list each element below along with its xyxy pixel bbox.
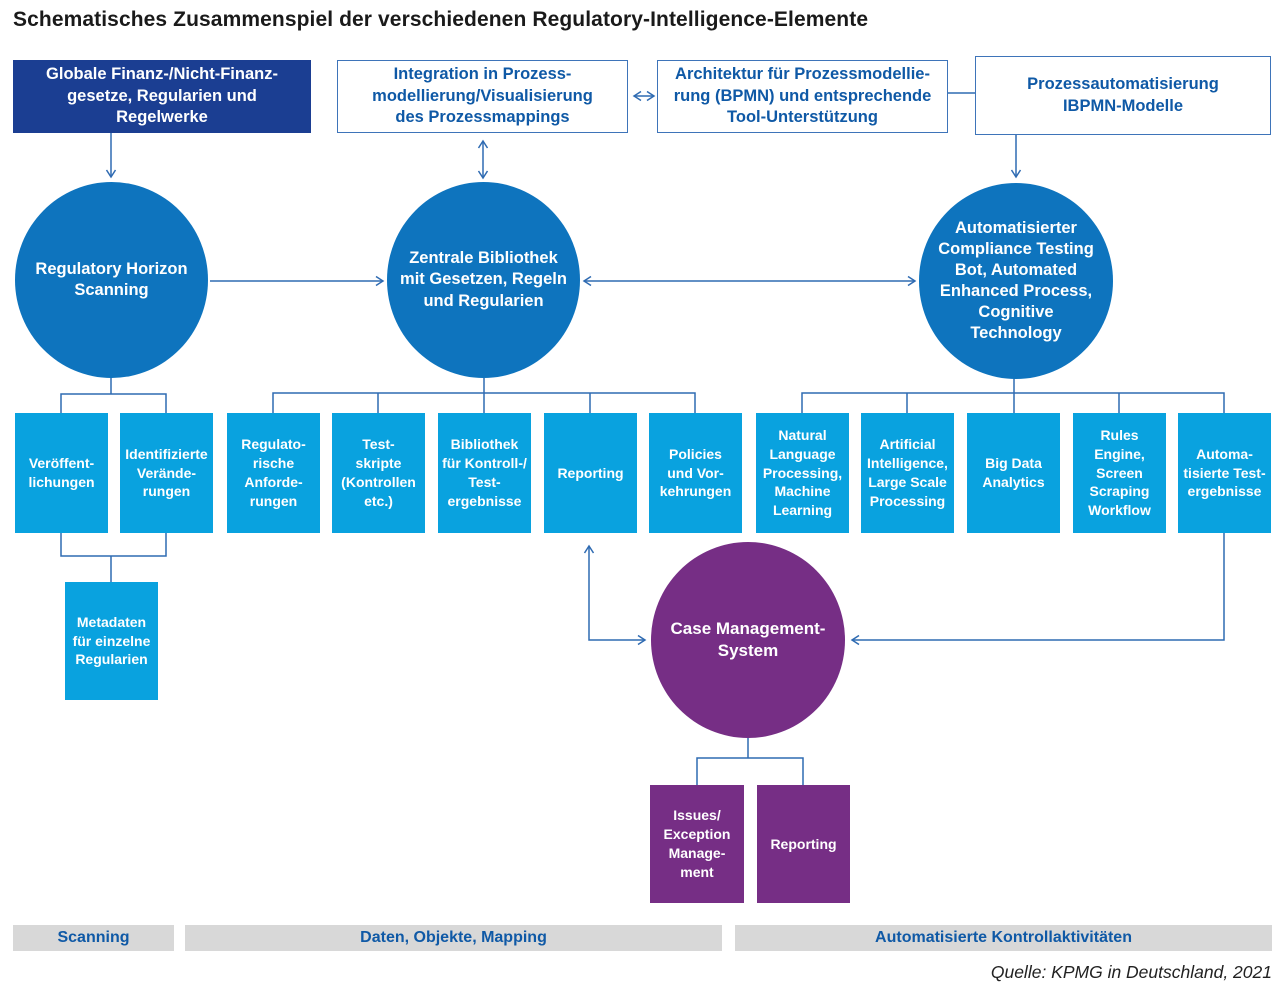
circle-regulatory-horizon-scanning: Regulatory Horizon Scanning <box>15 182 208 378</box>
box-nlp-machine-learning: Natural Language Processing, Machine Lea… <box>756 413 849 533</box>
box-metadaten-regularien: Metadaten für einzelne Regularien <box>65 582 158 700</box>
arrow-testresults-to-case <box>850 533 1225 646</box>
diagram-title: Schematisches Zusammenspiel der verschie… <box>13 8 869 31</box>
box-reporting-case: Reporting <box>757 785 850 903</box>
box-policies-vorkehrungen: Policies und Vor- kehrungen <box>649 413 742 533</box>
box-reporting-library: Reporting <box>544 413 637 533</box>
box-issues-exception-management: Issues/ Exception Manage- ment <box>650 785 744 903</box>
box-ai-large-scale-processing: Artificial Intelligence, Large Scale Pro… <box>861 413 954 533</box>
box-regulatorische-anforderungen: Regulato- rische Anforde- rungen <box>227 413 320 533</box>
box-testskripte: Test- skripte (Kontrollen etc.) <box>332 413 425 533</box>
bar-daten-objekte-mapping: Daten, Objekte, Mapping <box>185 925 722 951</box>
bracket-case-outputs <box>696 738 804 785</box>
circle-automated-compliance-testing: Automatisierter Compliance Testing Bot, … <box>919 183 1113 379</box>
box-process-automation: Prozessautomatisierung IBPMN-Modelle <box>975 56 1271 135</box>
arrow-case-reporting <box>583 544 647 646</box>
box-process-integration: Integration in Prozess- modellierung/Vis… <box>337 60 628 133</box>
bracket-scanning-outputs <box>60 377 167 413</box>
bracket-automation-outputs <box>801 378 1225 413</box>
bracket-library-outputs <box>272 378 696 413</box>
bracket-outputs-to-metadata <box>60 533 167 582</box>
bar-automatisierte-kontrollaktivitaeten: Automatisierte Kontrollaktivitäten <box>735 925 1272 951</box>
box-automatisierte-testergebnisse: Automa- tisierte Test- ergebnisse <box>1178 413 1271 533</box>
box-bpmn-architecture: Architektur für Prozessmodellie- rung (B… <box>657 60 948 133</box>
box-rules-engine-screen-scraping: Rules Engine, Screen Scraping Workflow <box>1073 413 1166 533</box>
circle-case-management-system: Case Management- System <box>651 542 845 738</box>
box-big-data-analytics: Big Data Analytics <box>967 413 1060 533</box>
bar-scanning: Scanning <box>13 925 174 951</box>
box-bibliothek-testergebnisse: Bibliothek für Kontroll-/ Test- ergebnis… <box>438 413 531 533</box>
box-identifizierte-veraenderungen: Identifizierte Verände- rungen <box>120 413 213 533</box>
source-credit: Quelle: KPMG in Deutschland, 2021 <box>990 962 1272 982</box>
box-global-regulations: Globale Finanz-/Nicht-Finanz- gesetze, R… <box>13 60 311 133</box>
box-veroeffentlichungen: Veröffent- lichungen <box>15 413 108 533</box>
circle-central-library: Zentrale Bibliothek mit Gesetzen, Regeln… <box>387 182 580 378</box>
